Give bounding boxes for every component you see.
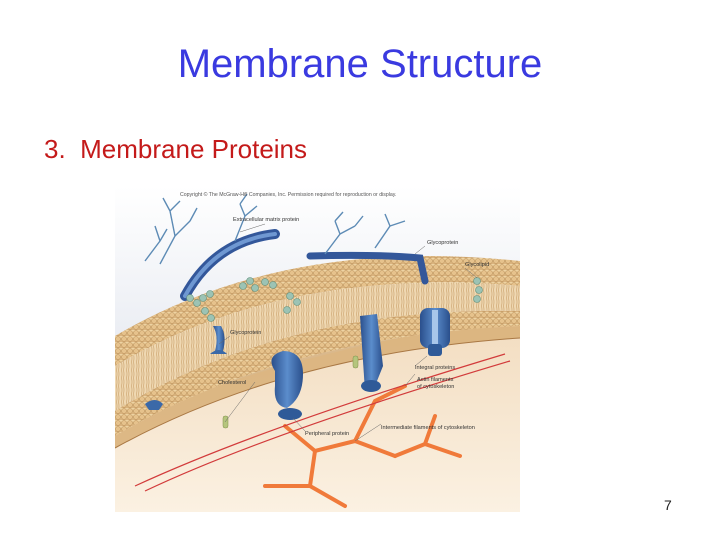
label-extracellular-matrix-protein: Extracellular matrix protein (233, 217, 299, 223)
label-cholesterol: Cholesterol (218, 380, 246, 386)
label-glycoprotein-top: Glycoprotein (427, 240, 458, 246)
label-integral-proteins: Integral proteins (415, 365, 455, 371)
membrane-cut-face (115, 326, 520, 448)
lipid-tails (115, 282, 520, 411)
label-glycoprotein-left: Glycoprotein (230, 330, 261, 336)
peripheral-protein-blob (271, 351, 303, 420)
cholesterol-molecules (222, 355, 359, 429)
glycolipid-beads (186, 277, 483, 322)
page-number: 7 (664, 497, 672, 513)
glycoprotein-left (213, 326, 225, 351)
label-glycolipid: Glycolipid (465, 262, 489, 268)
label-actin-filaments-1: Actin filaments (417, 377, 454, 383)
membrane-illustration: Copyright © The McGraw-Hill Companies, I… (115, 186, 520, 512)
integral-protein-channel (420, 308, 450, 356)
copyright-notice: Copyright © The McGraw-Hill Companies, I… (180, 191, 396, 198)
slide-subtitle: 3. Membrane Proteins (44, 134, 308, 164)
label-peripheral-protein: Peripheral protein (305, 431, 349, 437)
integral-protein-center (360, 314, 383, 392)
outer-head-layer (115, 256, 520, 366)
inner-head-layer (115, 310, 520, 436)
membrane-diagram: Copyright © The McGraw-Hill Companies, I… (115, 186, 520, 512)
intermediate-filaments (263, 384, 462, 508)
glycoprotein-top-stem (306, 251, 429, 285)
actin-filaments (134, 353, 511, 492)
label-intermediate-filaments: Intermediate filaments of cytoskeleton (381, 425, 475, 431)
label-actin-filaments-2: of cytoskeleton (417, 384, 454, 390)
slide-title: Membrane Structure (177, 42, 543, 86)
carbohydrate-branches (144, 193, 406, 265)
